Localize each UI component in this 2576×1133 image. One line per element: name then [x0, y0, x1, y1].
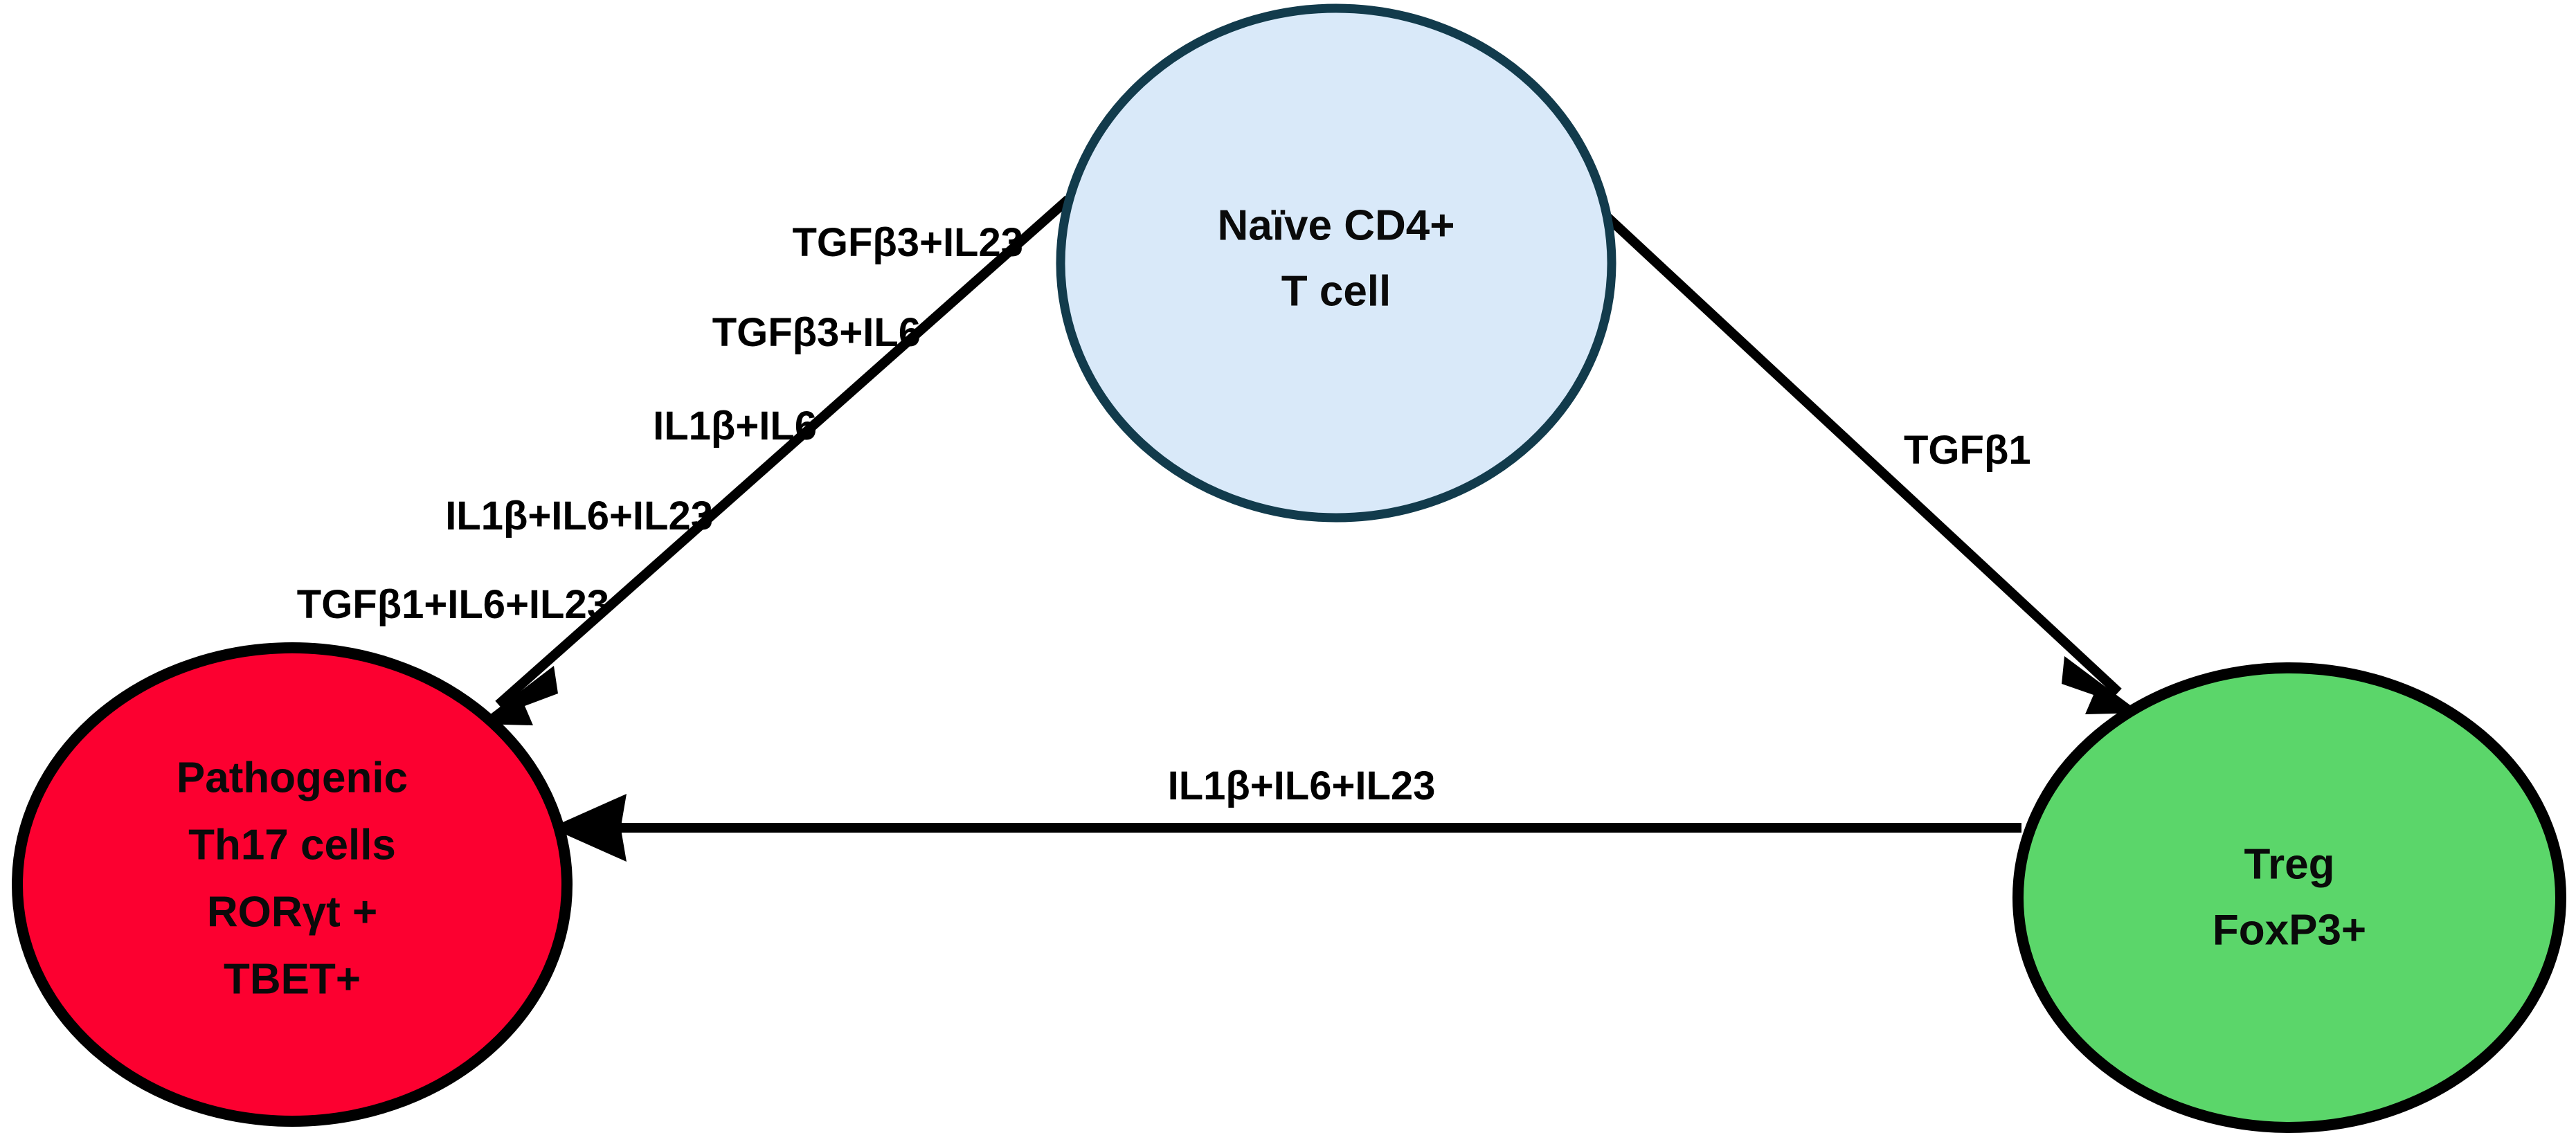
pathogenic-th17-label-line1: Pathogenic: [177, 754, 408, 801]
pathogenic-th17-label-line4: TBET+: [224, 955, 361, 1003]
edge-label-treg-to-th17: IL1β+IL6+IL23: [1168, 763, 1436, 808]
treg-foxp3-label-line2: FoxP3+: [2213, 906, 2366, 954]
node-pathogenic-th17-cells[interactable]: Pathogenic Th17 cells RORγt + TBET+: [12, 642, 573, 1127]
naive-to-th17-line: [495, 195, 1072, 709]
treg-foxp3-shape: [2012, 662, 2566, 1133]
edge-naive-to-treg[interactable]: [1573, 184, 2141, 714]
edge-label-il1b-il6-il23: IL1β+IL6+IL23: [445, 493, 713, 538]
pathogenic-th17-label-line3: RORγt +: [207, 888, 377, 936]
naive-to-treg-line: [1573, 184, 2122, 696]
edge-treg-to-th17[interactable]: [550, 794, 2021, 862]
node-naive-cd4-t-cell[interactable]: Naïve CD4+ T cell: [1056, 3, 1616, 523]
edge-label-tgfb1: TGFβ1: [1904, 428, 2031, 473]
edge-label-tgfb1-il6-il23: TGFβ1+IL6+IL23: [297, 582, 609, 627]
edge-label-il1b-il6: IL1β+IL6: [653, 404, 817, 448]
edge-naive-to-th17[interactable]: [478, 195, 1072, 725]
edge-label-tgfb3-il23: TGFβ3+IL23: [792, 220, 1023, 265]
node-treg-foxp3[interactable]: Treg FoxP3+: [2012, 662, 2566, 1133]
edge-label-tgfb3-il6: TGFβ3+IL6: [712, 310, 921, 355]
naive-to-th17-arrowhead: [478, 666, 558, 725]
treg-foxp3-label-line1: Treg: [2244, 840, 2335, 888]
naive-cd4-t-cell-label-line1: Naïve CD4+: [1218, 201, 1455, 249]
naive-cd4-t-cell-shape: [1056, 3, 1616, 523]
naive-to-treg-arrowhead: [2062, 656, 2141, 714]
naive-cd4-t-cell-label-line2: T cell: [1281, 267, 1391, 315]
pathogenic-th17-label-line2: Th17 cells: [188, 821, 396, 869]
treg-to-th17-arrowhead: [550, 794, 627, 862]
pathogenic-th17-cells-shape: [12, 642, 573, 1127]
